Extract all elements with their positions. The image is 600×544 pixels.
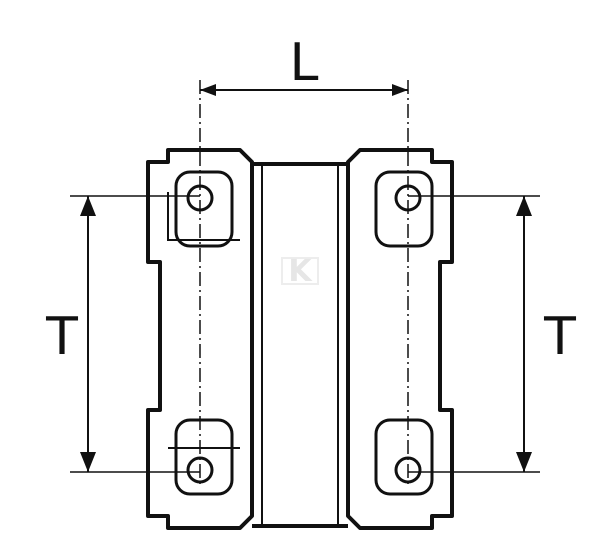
bolt-slot-top-left xyxy=(174,170,234,248)
watermark-letter: K xyxy=(288,254,313,289)
height-right-label: T xyxy=(543,307,576,367)
right-clamp-flange xyxy=(346,148,454,530)
watermark-logo: K xyxy=(281,254,319,289)
height-left-label: T xyxy=(45,307,78,367)
length-label: L xyxy=(290,33,319,93)
height-dimension-left: T xyxy=(45,195,200,473)
left-clamp-inner-edge xyxy=(167,192,240,449)
left-clamp-flange xyxy=(146,148,254,530)
bolt-slot-bottom-left xyxy=(174,418,234,496)
bolt-slot-bottom-right xyxy=(374,418,434,496)
length-dimension: L xyxy=(200,33,408,96)
bolt-slot-top-right xyxy=(374,170,434,248)
height-dimension-right: T xyxy=(408,195,576,473)
central-sleeve xyxy=(252,162,348,528)
